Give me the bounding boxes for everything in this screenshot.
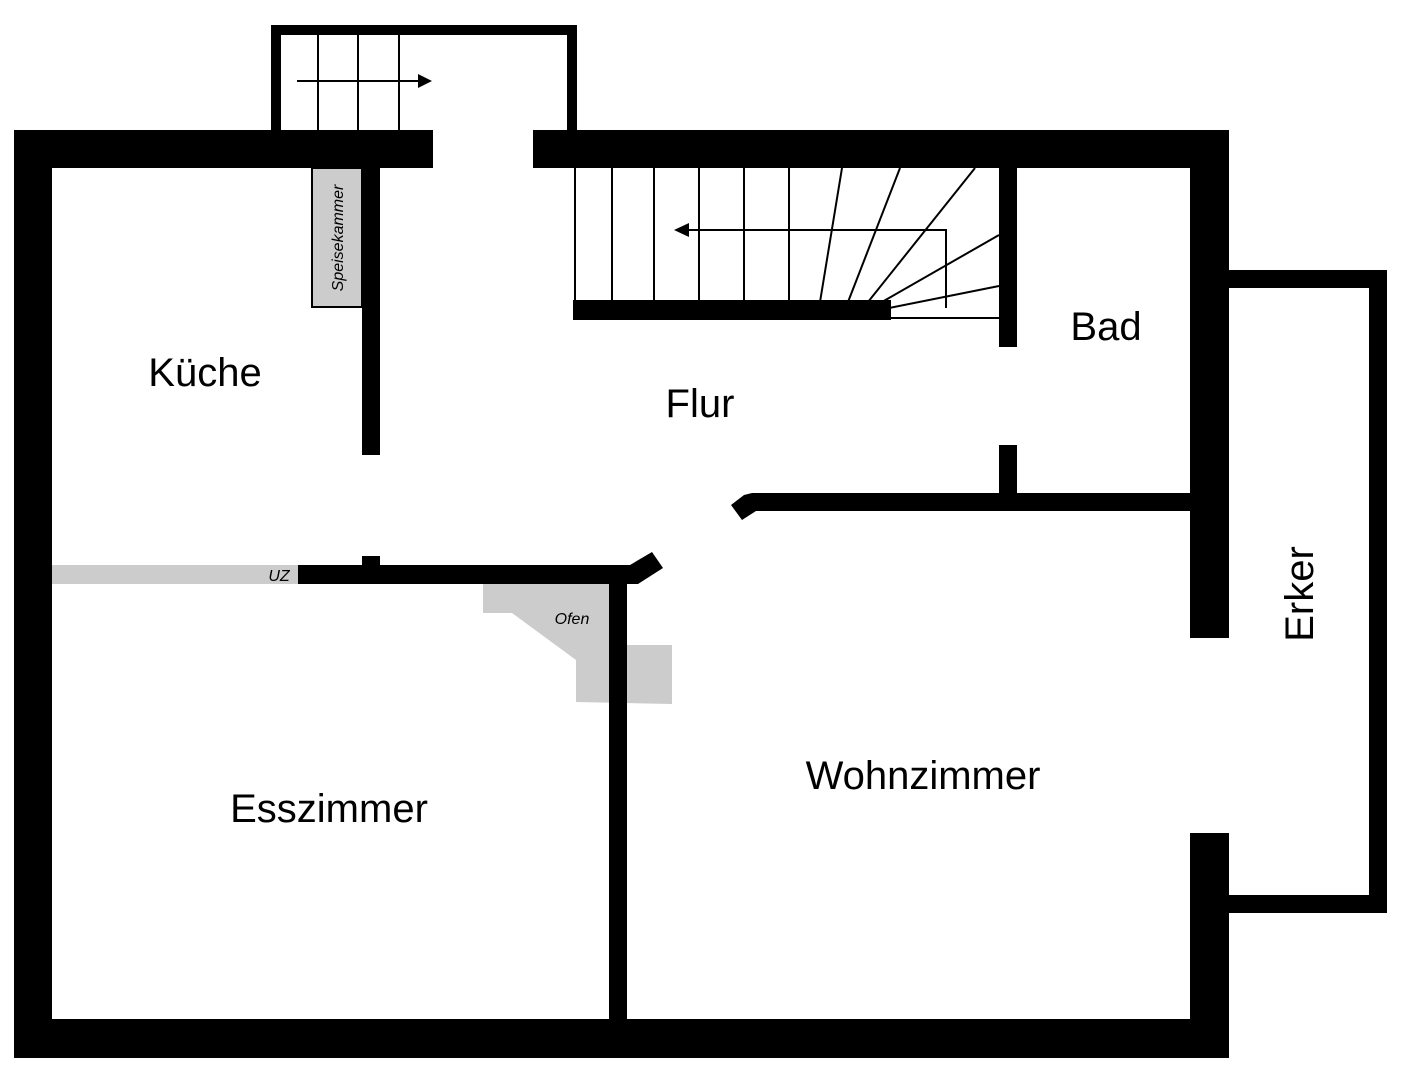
- stair-step: [888, 285, 1000, 309]
- wall-left: [14, 130, 52, 1058]
- wall-right-upper: [1190, 130, 1229, 638]
- interior-stair: [574, 167, 1000, 319]
- wall-kueche-flur: [362, 168, 380, 455]
- entrance-stair-outline: [271, 25, 577, 130]
- wall-wohnzimmer-corner: [731, 493, 756, 520]
- wall-esszimmer-top: [298, 565, 634, 584]
- wall-stair-bottom: [573, 300, 891, 320]
- room-labels: Küche Flur Bad Erker Esszimmer Wohnzimme…: [148, 305, 1322, 831]
- ofen-area: [483, 582, 672, 704]
- room-label-erker: Erker: [1278, 546, 1322, 642]
- erker-outline: [1229, 270, 1387, 913]
- wall-esszimmer-corner: [630, 552, 663, 584]
- entrance-stair: [271, 25, 577, 130]
- stair-step: [819, 167, 843, 303]
- speisekammer-area: [311, 167, 363, 308]
- uz-area: [52, 565, 298, 584]
- fixture-labels: Speisekammer UZ Ofen: [268, 184, 589, 628]
- wall-bad-upper: [999, 168, 1017, 347]
- stair-step: [881, 234, 1000, 303]
- stair-arrow-head: [674, 223, 689, 237]
- wall-top-left: [14, 130, 433, 168]
- stair-step: [867, 167, 976, 303]
- entrance-arrow-head: [418, 74, 432, 88]
- room-label-flur: Flur: [666, 382, 735, 426]
- wall-bad-lower: [999, 445, 1017, 495]
- room-label-kueche: Küche: [148, 351, 261, 395]
- erker-bay: [1229, 270, 1387, 913]
- wall-esszimmer-wohnzimmer: [609, 580, 627, 1020]
- wall-top-right: [533, 130, 1229, 168]
- fixture-label-speisekammer: Speisekammer: [330, 184, 347, 291]
- wall-bottom: [14, 1019, 1229, 1058]
- walls: [14, 130, 1229, 1058]
- stair-arrow-line: [688, 229, 947, 308]
- room-label-wohnzimmer: Wohnzimmer: [806, 754, 1041, 798]
- fixture-label-uz: UZ: [268, 568, 291, 585]
- wall-right-lower: [1190, 833, 1229, 1058]
- room-label-bad: Bad: [1070, 305, 1141, 349]
- wall-wohnzimmer-top: [752, 493, 1192, 511]
- stair-step: [847, 167, 901, 303]
- fixture-label-ofen: Ofen: [555, 611, 590, 628]
- room-label-esszimmer: Esszimmer: [230, 787, 428, 831]
